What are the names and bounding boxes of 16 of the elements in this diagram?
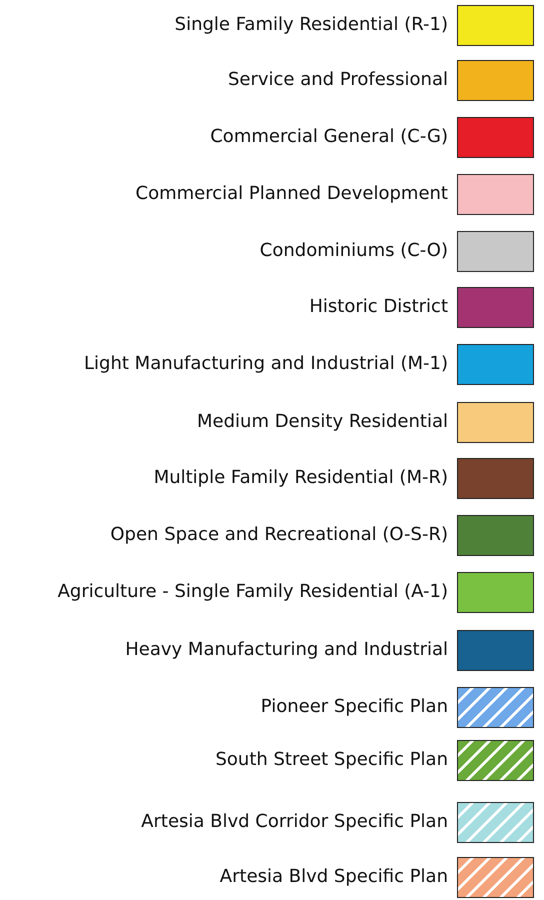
legend-label: Service and Professional (228, 69, 448, 91)
legend-label: Pioneer Specific Plan (260, 696, 448, 718)
legend-label: Open Space and Recreational (O-S-R) (110, 524, 448, 546)
legend-label: Light Manufacturing and Industrial (M-1) (84, 353, 448, 375)
legend-label: Condominiums (C-O) (260, 240, 448, 262)
legend-label: Artesia Blvd Corridor Specific Plan (141, 811, 448, 833)
legend-label: Agriculture - Single Family Residential (A-1) (58, 581, 448, 603)
legend-label: Multiple Family Residential (M-R) (154, 467, 448, 489)
legend-label: Single Family Residential (R-1) (174, 14, 448, 36)
legend-label: Medium Density Residential (197, 411, 448, 433)
legend-label: Artesia Blvd Specific Plan (220, 866, 448, 888)
legend-label: Commercial Planned Development (136, 183, 448, 205)
legend-label: Historic District (309, 296, 448, 318)
legend-label: Commercial General (C-G) (210, 126, 448, 148)
legend-label: South Street Specific Plan (215, 749, 448, 771)
legend-label: Heavy Manufacturing and Industrial (125, 639, 448, 661)
